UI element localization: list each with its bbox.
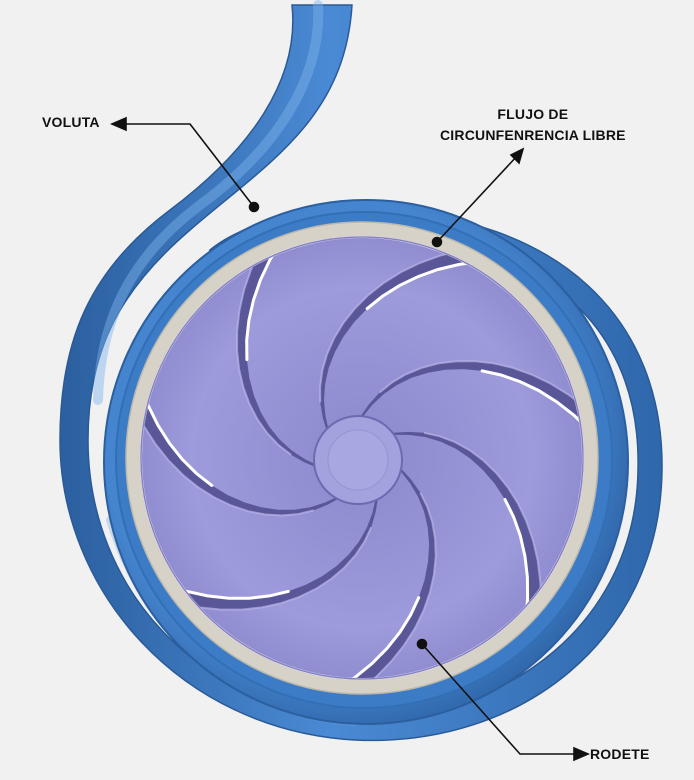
flujo-label-line1: FLUJO DE (440, 104, 626, 125)
rodete-label: RODETE (590, 746, 650, 762)
flujo-label: FLUJO DE CIRCUNFENRENCIA LIBRE (440, 104, 626, 146)
flujo-label-line2: CIRCUNFENRENCIA LIBRE (440, 125, 626, 146)
voluta-arrowhead (112, 118, 126, 130)
voluta-dot (250, 203, 259, 212)
rodete-dot (418, 640, 427, 649)
voluta-label: VOLUTA (42, 114, 100, 130)
flujo-dot (433, 238, 442, 247)
impeller-hub-center (328, 430, 388, 490)
rodete-arrowhead (574, 748, 588, 760)
